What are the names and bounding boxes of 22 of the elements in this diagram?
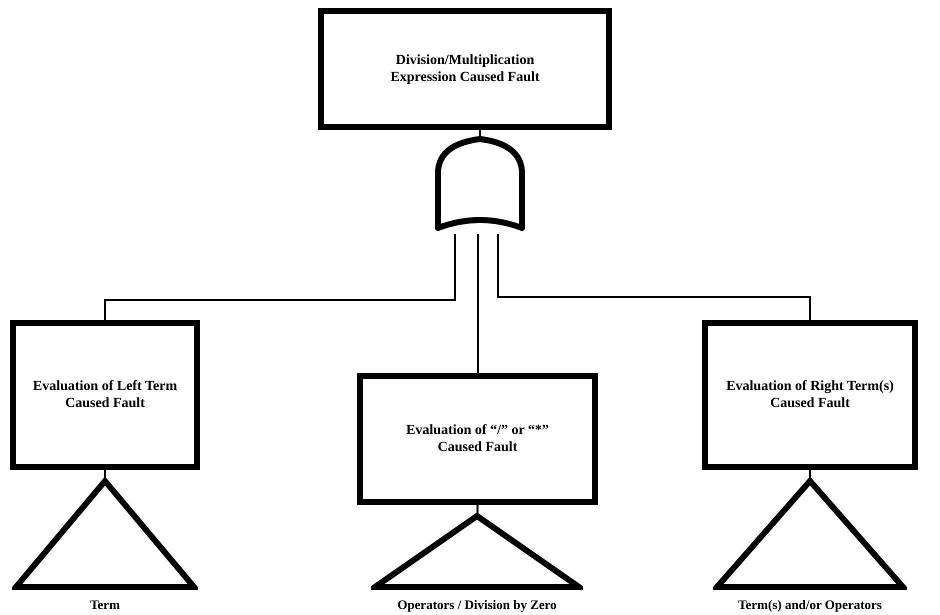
event-box — [357, 373, 598, 505]
event-label: Division/Multiplication Expression Caused Fault — [389, 52, 541, 86]
event-box — [318, 8, 612, 130]
connector-line — [477, 234, 479, 373]
connector-line — [497, 234, 811, 320]
event-label: Evaluation of Left Term Caused Fault — [32, 378, 178, 412]
transfer-triangle — [371, 512, 583, 590]
event-box — [10, 320, 200, 470]
connector-line — [476, 505, 478, 515]
transfer-triangle — [713, 477, 907, 590]
event-label: Evaluation of Right Term(s) Caused Fault — [725, 378, 895, 412]
transfer-label: Term(s) and/or Operators — [737, 597, 883, 613]
connector-line — [104, 234, 456, 320]
connector-line — [809, 470, 811, 480]
event-label: Evaluation of “/” or “*” Caused Fault — [405, 422, 550, 456]
connector-line — [104, 470, 106, 480]
transfer-label: Term — [89, 597, 121, 613]
transfer-label: Operators / Division by Zero — [396, 597, 558, 613]
event-box — [702, 320, 918, 470]
or-gate-symbol — [435, 136, 525, 231]
connector-line — [479, 130, 481, 136]
transfer-triangle — [12, 477, 198, 590]
